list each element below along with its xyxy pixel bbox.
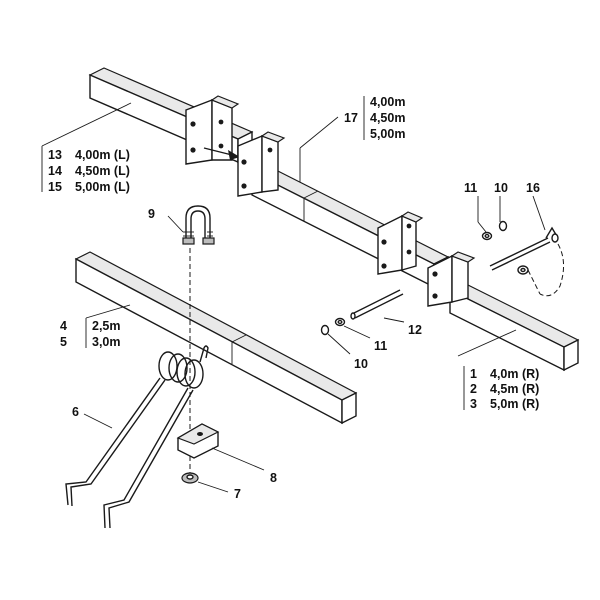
callout-13: 13 [48,148,62,162]
size-17b: 4,50m [370,111,405,125]
ring-10-lower [320,324,330,336]
callout-16: 16 [526,181,540,195]
callout-4: 4 [60,319,67,333]
size-17a: 4,00m [370,95,405,109]
callout-1: 1 [470,367,477,381]
nut-7 [181,472,199,484]
size-17c: 5,00m [370,127,405,141]
washer-11-lower [334,317,346,327]
callout-7: 7 [234,487,241,501]
callout-14: 14 [48,164,62,178]
u-bolt-9 [182,205,215,245]
lynch-pin-16 [489,226,564,297]
size-14: 4,50m (L) [75,164,130,178]
callout-labels: 13 4,00m (L) 14 4,50m (L) 15 5,00m (L) 1… [48,95,540,501]
callout-2: 2 [470,382,477,396]
callout-11-lower: 11 [374,339,387,353]
callout-10-lower: 10 [354,357,368,371]
callout-5: 5 [60,335,67,349]
size-3: 5,0m (R) [490,397,539,411]
bracket-right [427,251,476,307]
beam-lower [74,251,358,425]
callout-12: 12 [408,323,422,337]
size-2: 4,5m (R) [490,382,539,396]
size-13: 4,00m (L) [75,148,130,162]
size-5: 3,0m [92,335,121,349]
callout-10-upper: 10 [494,181,508,195]
washer-11-upper [481,231,493,241]
callout-9: 9 [148,207,155,221]
bracket-upper-left [185,95,240,165]
pin-12 [350,289,404,320]
bracket-center-right [377,211,424,275]
size-1: 4,0m (R) [490,367,539,381]
bracket-center-left [237,131,286,197]
callout-6: 6 [72,405,79,419]
size-15: 5,00m (L) [75,180,130,194]
callout-3: 3 [470,397,477,411]
callout-17: 17 [344,111,358,125]
beam-center-section [250,164,450,289]
callout-11-upper: 11 [464,181,477,195]
assembly-arrow [203,147,240,160]
clamp-plate-8 [176,423,220,459]
beam-right-section [448,282,580,372]
ring-10-upper [498,220,508,232]
callout-15: 15 [48,180,62,194]
callout-8: 8 [270,471,277,485]
size-4: 2,5m [92,319,121,333]
leader-lines [41,96,546,493]
spring-tine-6 [65,345,209,529]
